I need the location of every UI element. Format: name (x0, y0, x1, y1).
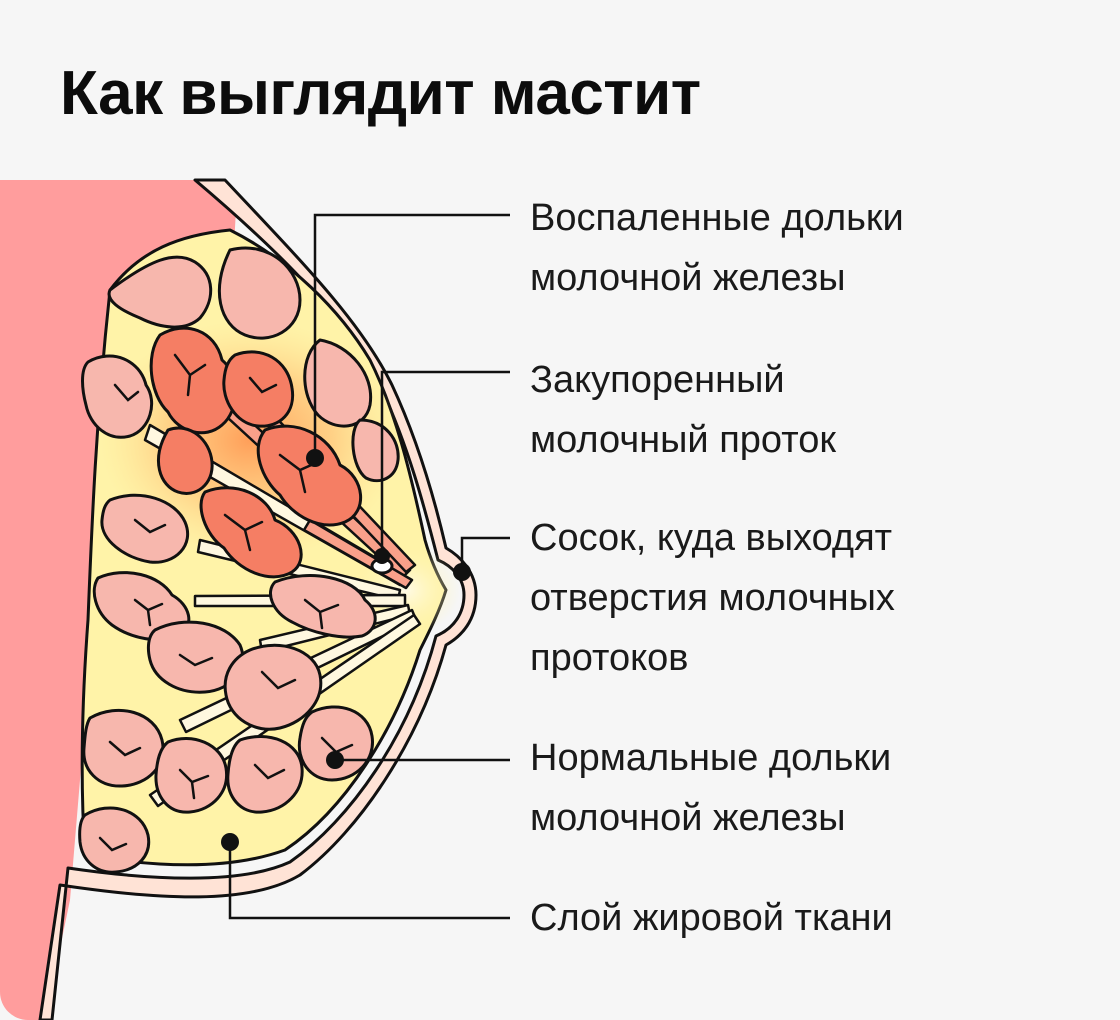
label-line: молочной железы (530, 797, 846, 839)
skin-layer (38, 178, 478, 1020)
inflamed-lobule (199, 486, 303, 579)
normal-lobule (154, 737, 229, 814)
chest-wall (0, 180, 236, 1020)
page-title: Как выглядит мастит (60, 59, 701, 128)
inflamed-lobule (157, 426, 214, 495)
normal-lobule (146, 620, 245, 694)
normal-lobule (297, 705, 374, 782)
label-nipple: Сосок, куда выходят отверстия молочных п… (530, 508, 895, 688)
marker-fat-layer (221, 833, 239, 851)
marker-nipple (453, 563, 471, 581)
leader-inflamed-lobules (313, 213, 510, 458)
upper-tissue-lobules (107, 246, 400, 483)
normal-lobule (81, 354, 154, 439)
inflamed-lobule (149, 326, 237, 435)
label-line: Воспаленные дольки (530, 197, 904, 239)
marker-inflamed-lobules (306, 449, 324, 467)
marker-normal-lobules (326, 751, 344, 769)
normal-lobule (223, 643, 323, 731)
label-normal-lobules: Нормальные дольки молочной железы (530, 728, 891, 848)
marker-dots (221, 449, 471, 851)
normal-lobule (78, 806, 151, 874)
inflamed-lobule (256, 424, 362, 527)
inflamed-lobules (149, 326, 362, 579)
label-line: Закупоренный (530, 359, 785, 401)
leader-fat-layer (228, 842, 510, 920)
label-line: молочной железы (530, 257, 846, 299)
leader-nipple (460, 536, 510, 572)
normal-lobules (78, 354, 377, 874)
label-line: Слой жировой ткани (530, 897, 893, 939)
label-inflamed-lobules: Воспаленные дольки молочной железы (530, 188, 904, 308)
label-blocked-duct: Закупоренный молочный проток (530, 350, 836, 470)
label-line: протоков (530, 637, 689, 679)
normal-lobule (269, 574, 377, 639)
label-fat-layer: Слой жировой ткани (530, 888, 893, 948)
label-line: Сосок, куда выходят (530, 517, 893, 559)
label-line: отверстия молочных (530, 577, 895, 619)
marker-blocked-duct (374, 548, 390, 564)
label-line: Нормальные дольки (530, 737, 892, 779)
leader-lines (228, 213, 510, 920)
leader-blocked-duct (380, 370, 510, 556)
normal-lobule (82, 708, 165, 788)
label-line: молочный проток (530, 419, 836, 461)
